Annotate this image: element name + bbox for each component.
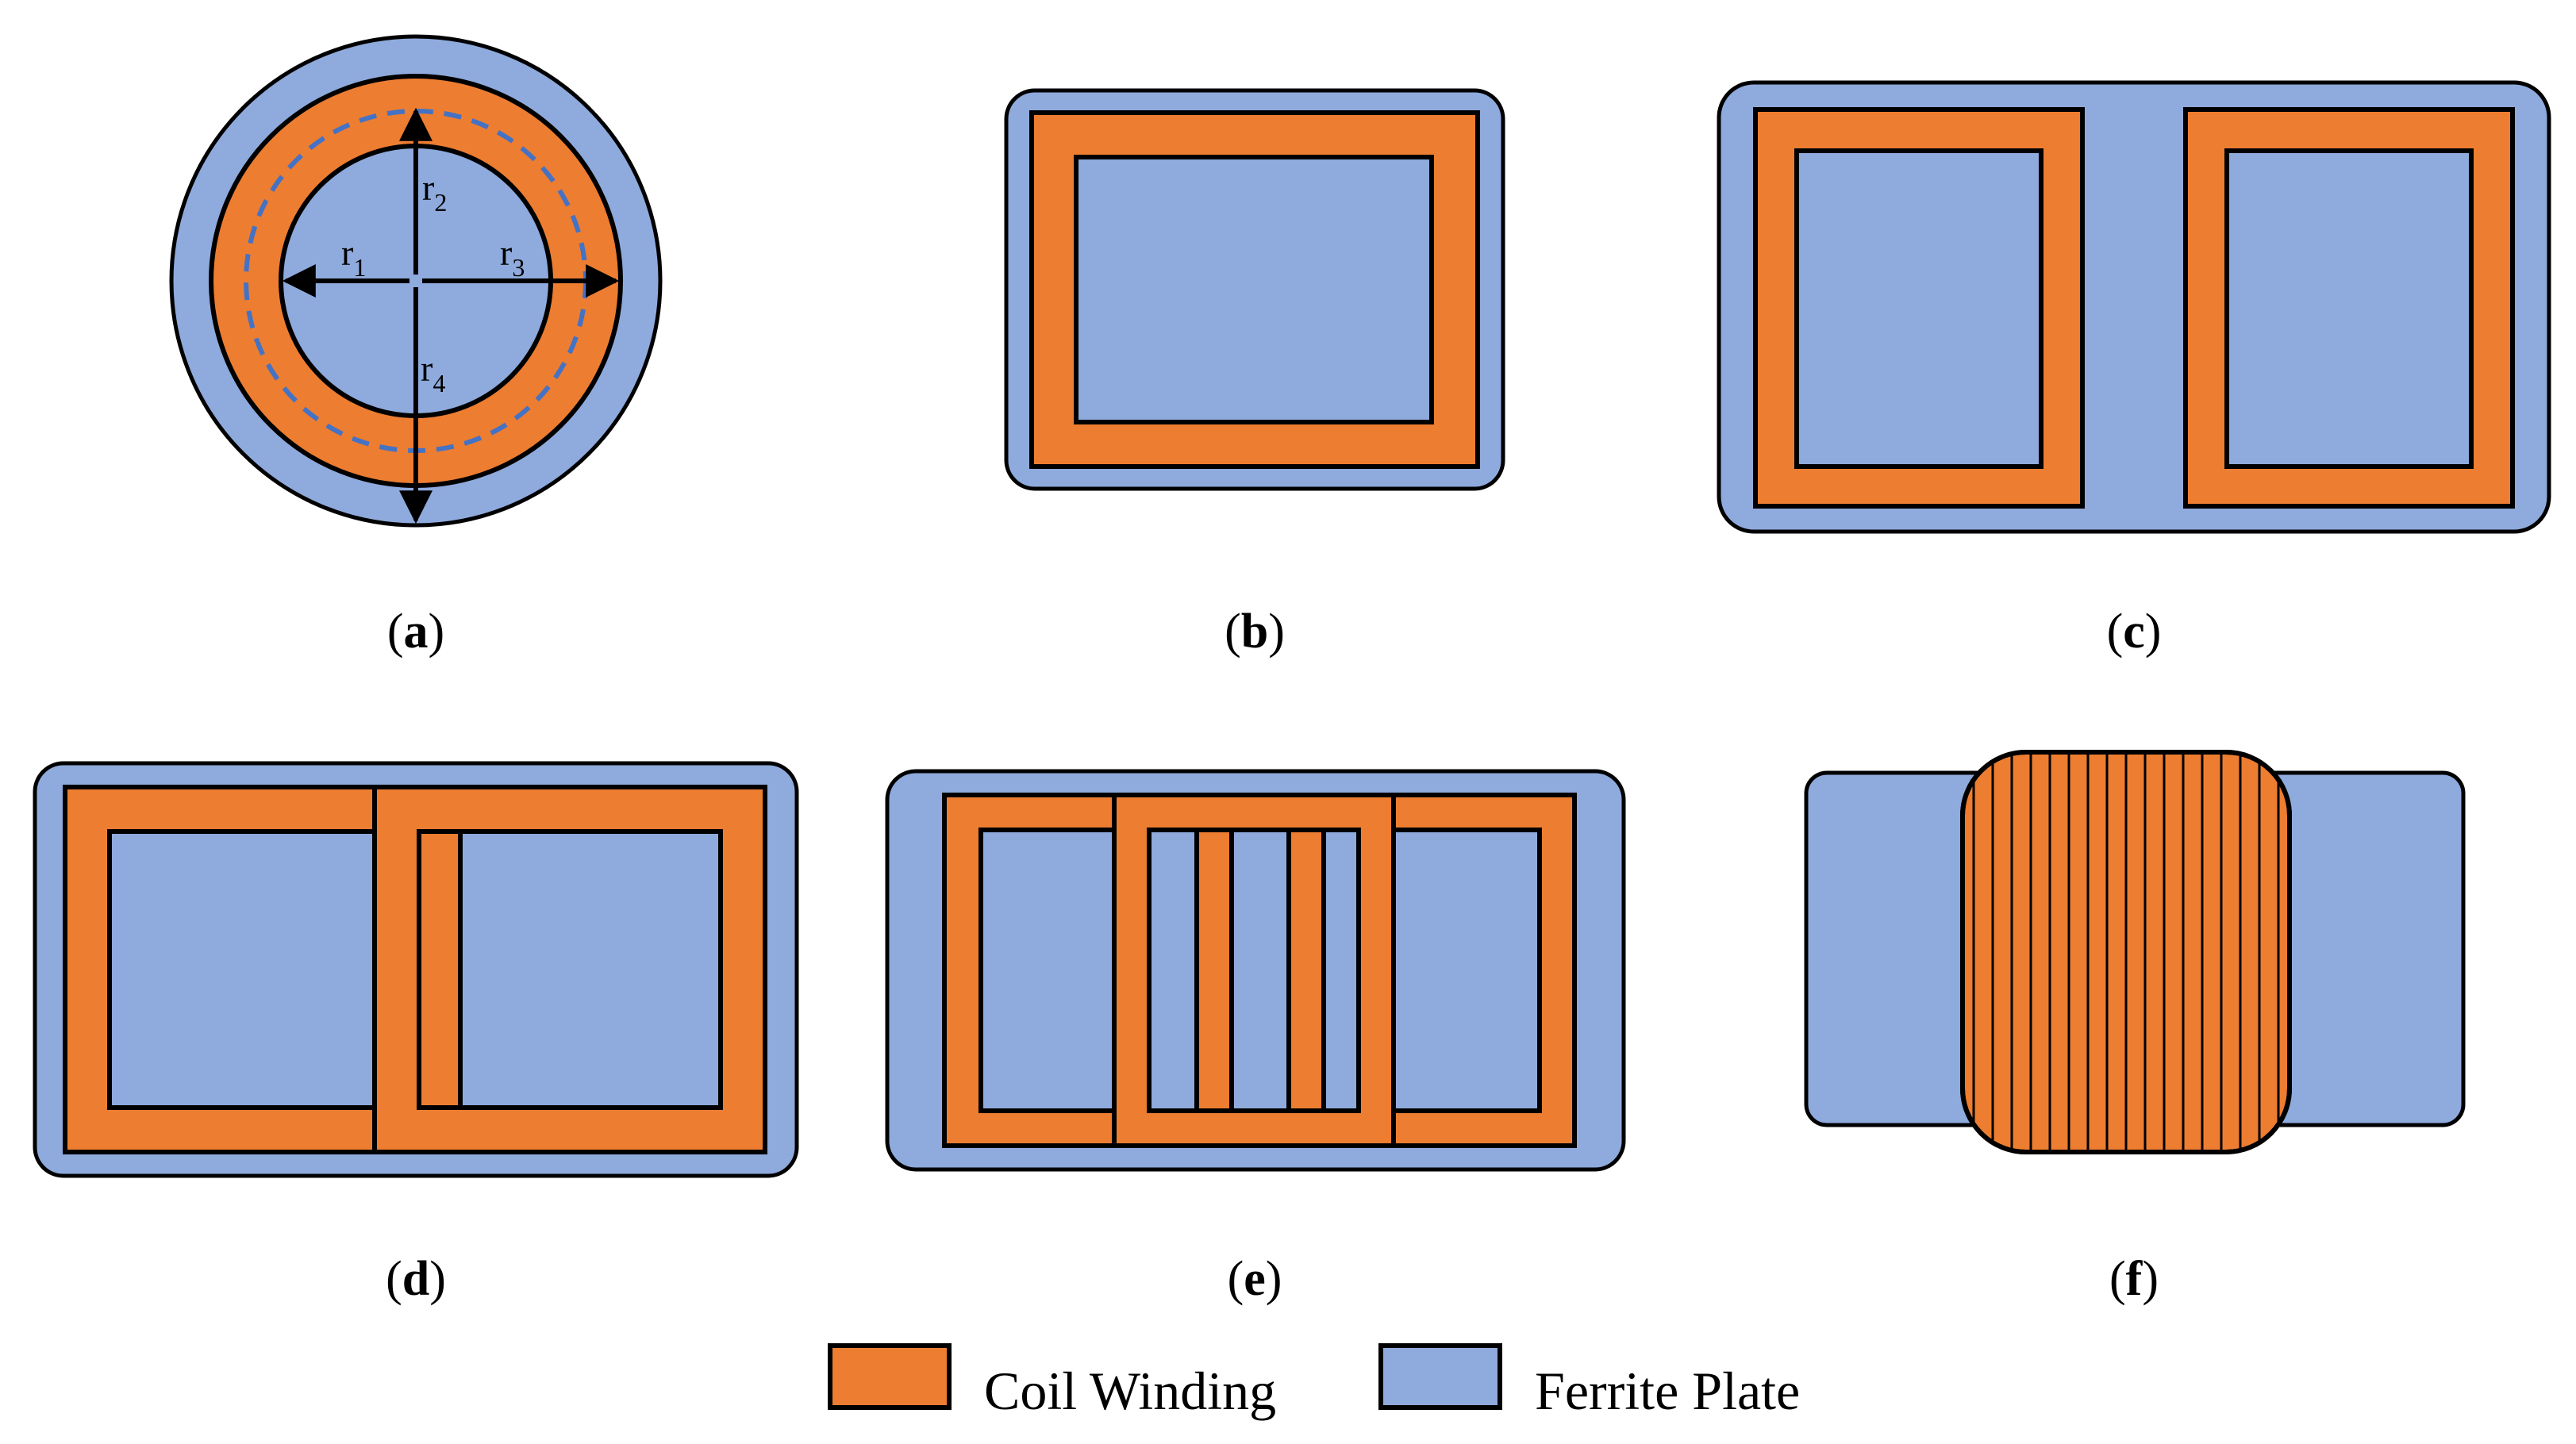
inner-ferrite-left — [107, 829, 377, 1110]
caption-a: (a) — [387, 605, 444, 659]
panel-e-bipolar-pad — [885, 769, 1626, 1172]
radius-label-r1: r1 — [341, 232, 366, 282]
center-inner-ferrite — [1147, 828, 1361, 1113]
solenoid-coil-outline — [1960, 750, 2292, 1154]
radius-label-r2: r2 — [422, 167, 447, 217]
legend-label-ferrite: Ferrite Plate — [1535, 1361, 1800, 1421]
caption-b: (b) — [1225, 605, 1285, 659]
center-coil-strip-left — [1194, 828, 1234, 1113]
solenoid-winding-lines — [1972, 752, 2280, 1152]
panel-d-ddq-pad — [33, 761, 799, 1178]
inner-ferrite — [1074, 155, 1434, 424]
panel-a-circular-pad: r2 r1 r3 r4 — [169, 34, 663, 528]
inner-ferrite-right — [417, 829, 723, 1110]
radius-label-r3: r3 — [500, 232, 525, 282]
legend-swatch-coil — [828, 1343, 952, 1410]
legend: Coil Winding Ferrite Plate — [828, 1343, 1800, 1421]
panel-f-solenoid-pad — [1804, 750, 2466, 1154]
caption-d: (d) — [386, 1252, 446, 1306]
legend-label-coil: Coil Winding — [984, 1361, 1276, 1421]
radius-label-r4: r4 — [421, 348, 445, 397]
caption-e: (e) — [1228, 1252, 1282, 1306]
inner-ferrite-right — [2224, 148, 2474, 469]
inner-ferrite-left — [1794, 148, 2043, 469]
center-coil-strip-right — [1286, 828, 1326, 1113]
caption-f: (f) — [2109, 1252, 2159, 1306]
inner-ferrite-right — [1391, 828, 1542, 1113]
panel-c-dd-pad — [1717, 80, 2551, 534]
quadrature-coil-strip — [417, 829, 463, 1110]
legend-swatch-ferrite — [1378, 1343, 1502, 1410]
panel-b-rectangular-pad — [1004, 88, 1505, 491]
inner-ferrite-left — [978, 828, 1117, 1113]
caption-c: (c) — [2107, 605, 2162, 659]
